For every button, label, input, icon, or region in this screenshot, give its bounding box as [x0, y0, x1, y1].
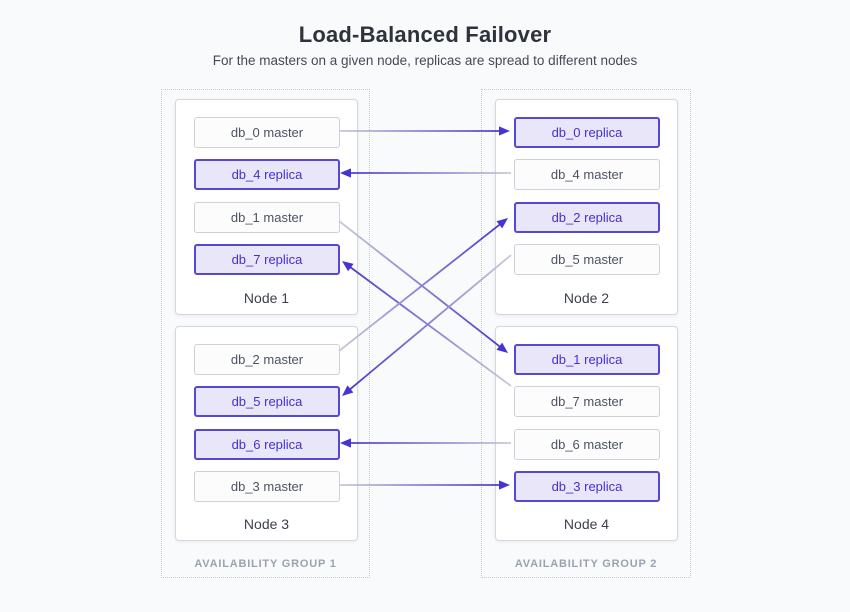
db-box: db_3 master — [194, 471, 340, 502]
page-subtitle: For the masters on a given node, replica… — [212, 53, 638, 68]
db-box: db_6 master — [514, 429, 660, 460]
db-box: db_0 master — [194, 117, 340, 148]
node-label: Node 2 — [563, 290, 610, 306]
node-label: Node 4 — [563, 516, 610, 532]
page-title: Load-Balanced Failover — [298, 22, 552, 47]
availability-group-1-label: AVAILABILITY GROUP 1 — [194, 558, 337, 570]
db-box: db_6 replica — [194, 429, 340, 460]
node-label: Node 3 — [243, 516, 290, 532]
db-box: db_7 replica — [194, 244, 340, 275]
node-4: db_1 replica db_7 master db_6 master db_… — [495, 326, 678, 541]
db-box: db_2 replica — [514, 202, 660, 233]
db-box: db_7 master — [514, 386, 660, 417]
db-box: db_5 replica — [194, 386, 340, 417]
availability-group-2-label: AVAILABILITY GROUP 2 — [514, 558, 658, 570]
db-box: db_4 master — [514, 159, 660, 190]
availability-group-2: db_0 replica db_4 master db_2 replica db… — [481, 89, 691, 578]
node-label: Node 1 — [243, 290, 290, 306]
node-2: db_0 replica db_4 master db_2 replica db… — [495, 99, 678, 315]
db-box: db_3 replica — [514, 471, 660, 502]
db-box: db_2 master — [194, 344, 340, 375]
node-3: db_2 master db_5 replica db_6 replica db… — [175, 326, 358, 541]
db-box: db_1 master — [194, 202, 340, 233]
db-box: db_0 replica — [514, 117, 660, 148]
db-box: db_5 master — [514, 244, 660, 275]
node-1: db_0 master db_4 replica db_1 master db_… — [175, 99, 358, 315]
db-box: db_1 replica — [514, 344, 660, 375]
db-box: db_4 replica — [194, 159, 340, 190]
availability-group-1: db_0 master db_4 replica db_1 master db_… — [161, 89, 370, 578]
